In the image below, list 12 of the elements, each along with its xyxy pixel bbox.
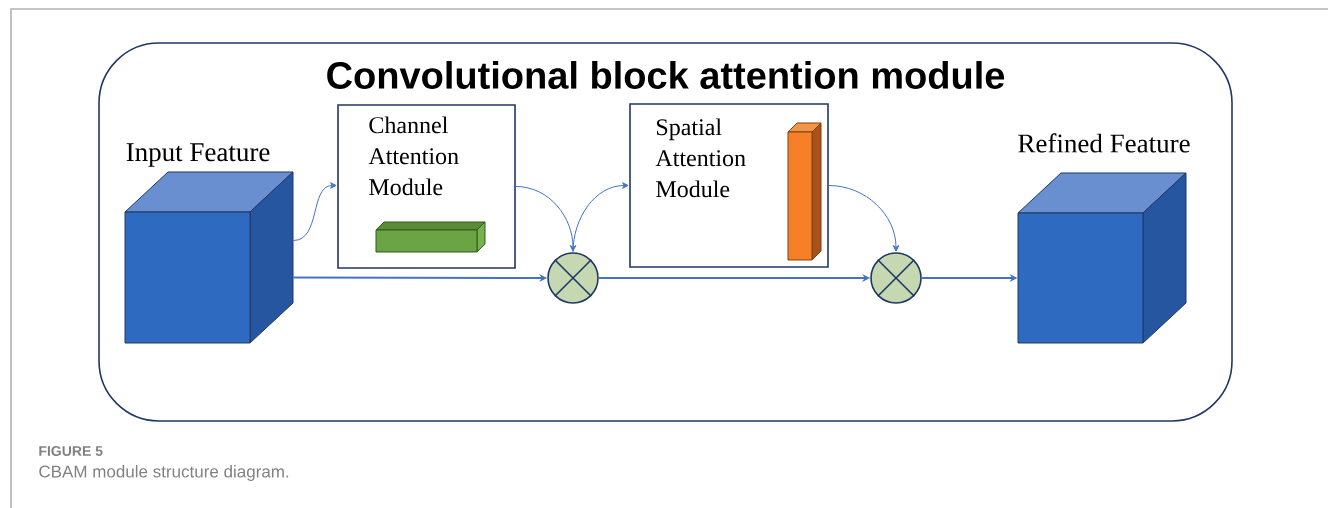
arrow	[292, 182, 337, 241]
feature-label: Refined Feature	[1018, 133, 1190, 153]
caption: CBAM module structure diagram.	[39, 465, 289, 481]
multiply-circle	[547, 252, 599, 304]
arrow	[515, 186, 577, 252]
multiply-circle	[870, 252, 922, 304]
module-title: Convolutional block attention module	[327, 61, 1005, 89]
figure-number: FIGURE 5	[39, 446, 103, 456]
arrow	[828, 185, 900, 252]
module-frame	[98, 42, 1233, 422]
feature-label: Input Feature	[126, 143, 270, 167]
arrow	[572, 182, 629, 253]
